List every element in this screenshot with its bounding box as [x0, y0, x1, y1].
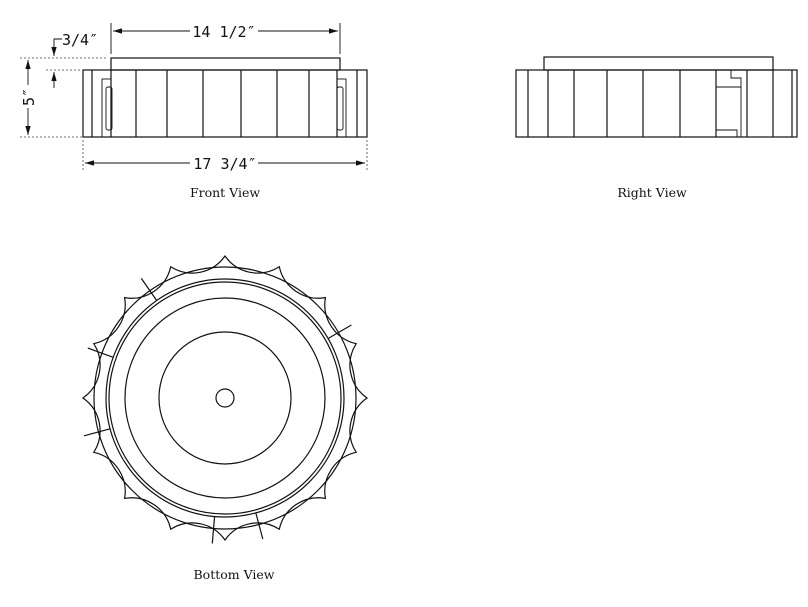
bottom-rim-outer — [105, 278, 345, 518]
right-handle-notch — [716, 70, 742, 137]
bottom-center-hole — [215, 388, 235, 408]
right-panel-lines — [527, 70, 793, 137]
bottom-center-disc — [158, 331, 292, 465]
dim-overall-width-label: 17 3/4″ — [193, 155, 256, 173]
dimension-top-width: 14 1/2″ — [110, 23, 341, 54]
front-body — [82, 69, 368, 138]
notch-line — [83, 428, 111, 437]
bottom-rim-inner — [108, 281, 342, 515]
notch-line — [140, 278, 158, 301]
front-top-lip — [110, 57, 341, 71]
dimension-top-lip: 3/4″ — [46, 31, 98, 88]
notch-line — [327, 324, 352, 340]
bottom-view: Bottom View — [81, 254, 369, 582]
front-handle-left — [101, 78, 113, 138]
right-view: Right View — [515, 56, 798, 200]
dimension-height: 5″ — [20, 57, 108, 138]
dimension-overall-width: 17 3/4″ — [82, 140, 368, 173]
dim-height-label: 5″ — [20, 88, 38, 106]
bottom-outer-ring — [93, 266, 357, 530]
front-panel-lines — [91, 70, 358, 137]
bottom-inner-ring — [124, 297, 326, 499]
front-view-caption: Front View — [190, 185, 260, 200]
right-top-lip — [543, 56, 774, 71]
bottom-notches — [83, 278, 352, 544]
dim-top-width-label: 14 1/2″ — [192, 23, 255, 41]
notch-line — [87, 347, 114, 358]
notch-line — [255, 512, 264, 540]
right-body — [515, 69, 798, 138]
front-handle-right — [336, 78, 347, 138]
front-view: 14 1/2″ 17 3/4″ 5″ 3/4″ Front View — [20, 23, 368, 200]
dim-top-lip-label: 3/4″ — [62, 31, 98, 49]
bottom-view-caption: Bottom View — [193, 567, 274, 582]
notch-line — [211, 516, 216, 544]
right-view-caption: Right View — [617, 185, 687, 200]
